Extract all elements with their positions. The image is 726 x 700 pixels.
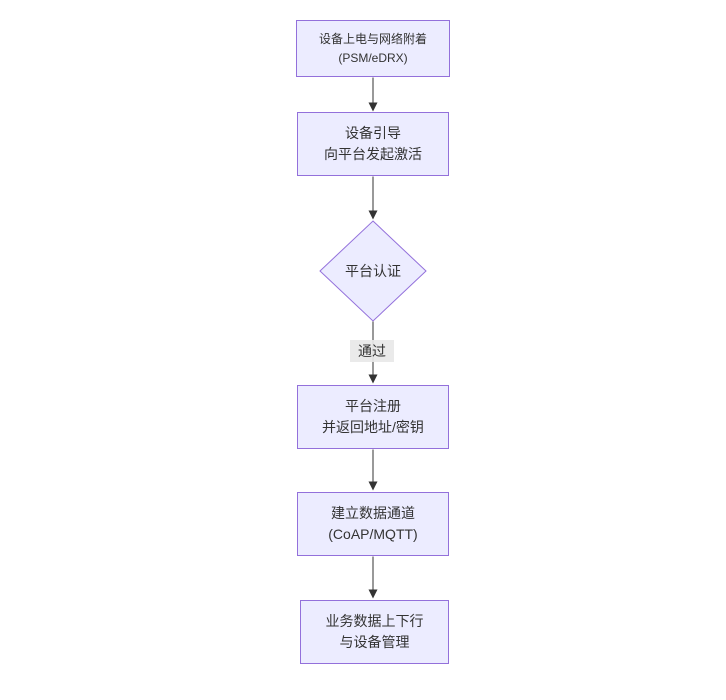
node-text-line: 向平台发起激活: [324, 146, 422, 162]
node-text-line: 平台认证: [345, 263, 401, 279]
node-text-line: 设备引导: [345, 125, 401, 141]
edge-label-pass: 通过: [350, 340, 394, 362]
arrowhead-icon: [368, 481, 378, 491]
node-text-line: (PSM/eDRX): [338, 50, 408, 65]
node-text-line: 建立数据通道: [331, 505, 415, 521]
flowchart-node-business: 业务数据上下行 与设备管理: [300, 600, 449, 664]
flowchart-node-platform-auth: 平台认证: [321, 221, 425, 321]
decision-diamond-shape: [319, 220, 427, 322]
arrowhead-icon: [368, 374, 378, 384]
flowchart-node-bootstrap: 设备引导 向平台发起激活: [297, 112, 449, 176]
flowchart-node-register: 平台注册 并返回地址/密钥: [297, 385, 449, 449]
node-text-line: 平台注册: [345, 398, 401, 414]
arrowhead-icon: [368, 589, 378, 599]
flowchart-node-data-channel: 建立数据通道 (CoAP/MQTT): [297, 492, 449, 556]
node-text-line: 业务数据上下行: [325, 613, 424, 629]
node-text-line: 与设备管理: [339, 634, 410, 650]
node-text-line: (CoAP/MQTT): [328, 526, 418, 542]
node-text-line: 并返回地址/密钥: [322, 419, 424, 435]
arrowhead-icon: [368, 210, 378, 220]
flowchart-node-power-attach: 设备上电与网络附着 (PSM/eDRX): [296, 20, 450, 77]
node-text-line: 设备上电与网络附着: [318, 31, 427, 46]
edge-label-text: 通过: [358, 343, 386, 359]
arrowhead-icon: [368, 102, 378, 112]
